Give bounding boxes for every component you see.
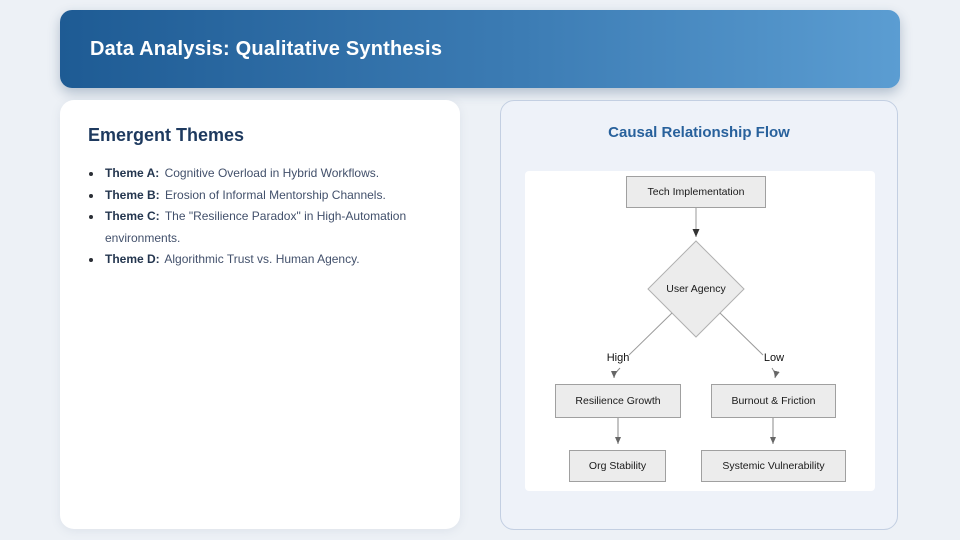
theme-item-a: Theme A: Cognitive Overload in Hybrid Wo… [103,163,432,185]
theme-item-c: Theme C: The "Resilience Paradox" in Hig… [103,206,432,249]
theme-item-b-label: Theme B: [105,187,160,202]
theme-item-d-label: Theme D: [105,252,160,266]
flow-node-user-agency: User Agency [666,283,726,295]
flowchart-panel: Tech Implementation User Agency High Low… [525,171,875,491]
flow-node-resilience-growth: Resilience Growth [555,384,681,418]
branch-label-low: Low [763,352,785,364]
theme-item-d: Theme D: Algorithmic Trust vs. Human Age… [103,249,432,271]
slide-title: Data Analysis: Qualitative Synthesis [90,37,443,60]
branch-label-high: High [606,352,630,364]
flow-card-title: Causal Relationship Flow [608,124,790,141]
theme-item-c-text: The "Resilience Paradox" in High-Automat… [105,209,407,245]
flow-node-org-stability: Org Stability [569,450,666,482]
edge-low-to-burnout [771,367,780,379]
theme-item-a-text: Cognitive Overload in Hybrid Workflows. [164,166,380,180]
flowchart-connectors [611,208,780,444]
theme-item-a-label: Theme A: [105,166,160,180]
flow-node-burnout-friction: Burnout & Friction [711,384,836,418]
theme-item-c-label: Theme C: [105,209,160,223]
theme-item-b: Theme B: Erosion of Informal Mentorship … [103,185,432,207]
edge-decision-to-low [719,312,764,356]
flow-node-systemic-vulnerability: Systemic Vulnerability [701,450,846,482]
flow-card: Causal Relationship Flow [500,100,898,530]
flow-node-tech-implementation: Tech Implementation [626,176,766,208]
themes-list: Theme A: Cognitive Overload in Hybrid Wo… [88,163,432,271]
edge-decision-to-high [628,312,673,356]
theme-item-d-text: Algorithmic Trust vs. Human Agency. [164,252,360,266]
themes-card: Emergent Themes Theme A: Cognitive Overl… [60,100,460,529]
themes-card-title: Emergent Themes [88,125,245,145]
edge-high-to-resilience [611,367,621,379]
theme-item-b-text: Erosion of Informal Mentorship Channels. [165,187,386,202]
slide-header: Data Analysis: Qualitative Synthesis [60,10,900,88]
